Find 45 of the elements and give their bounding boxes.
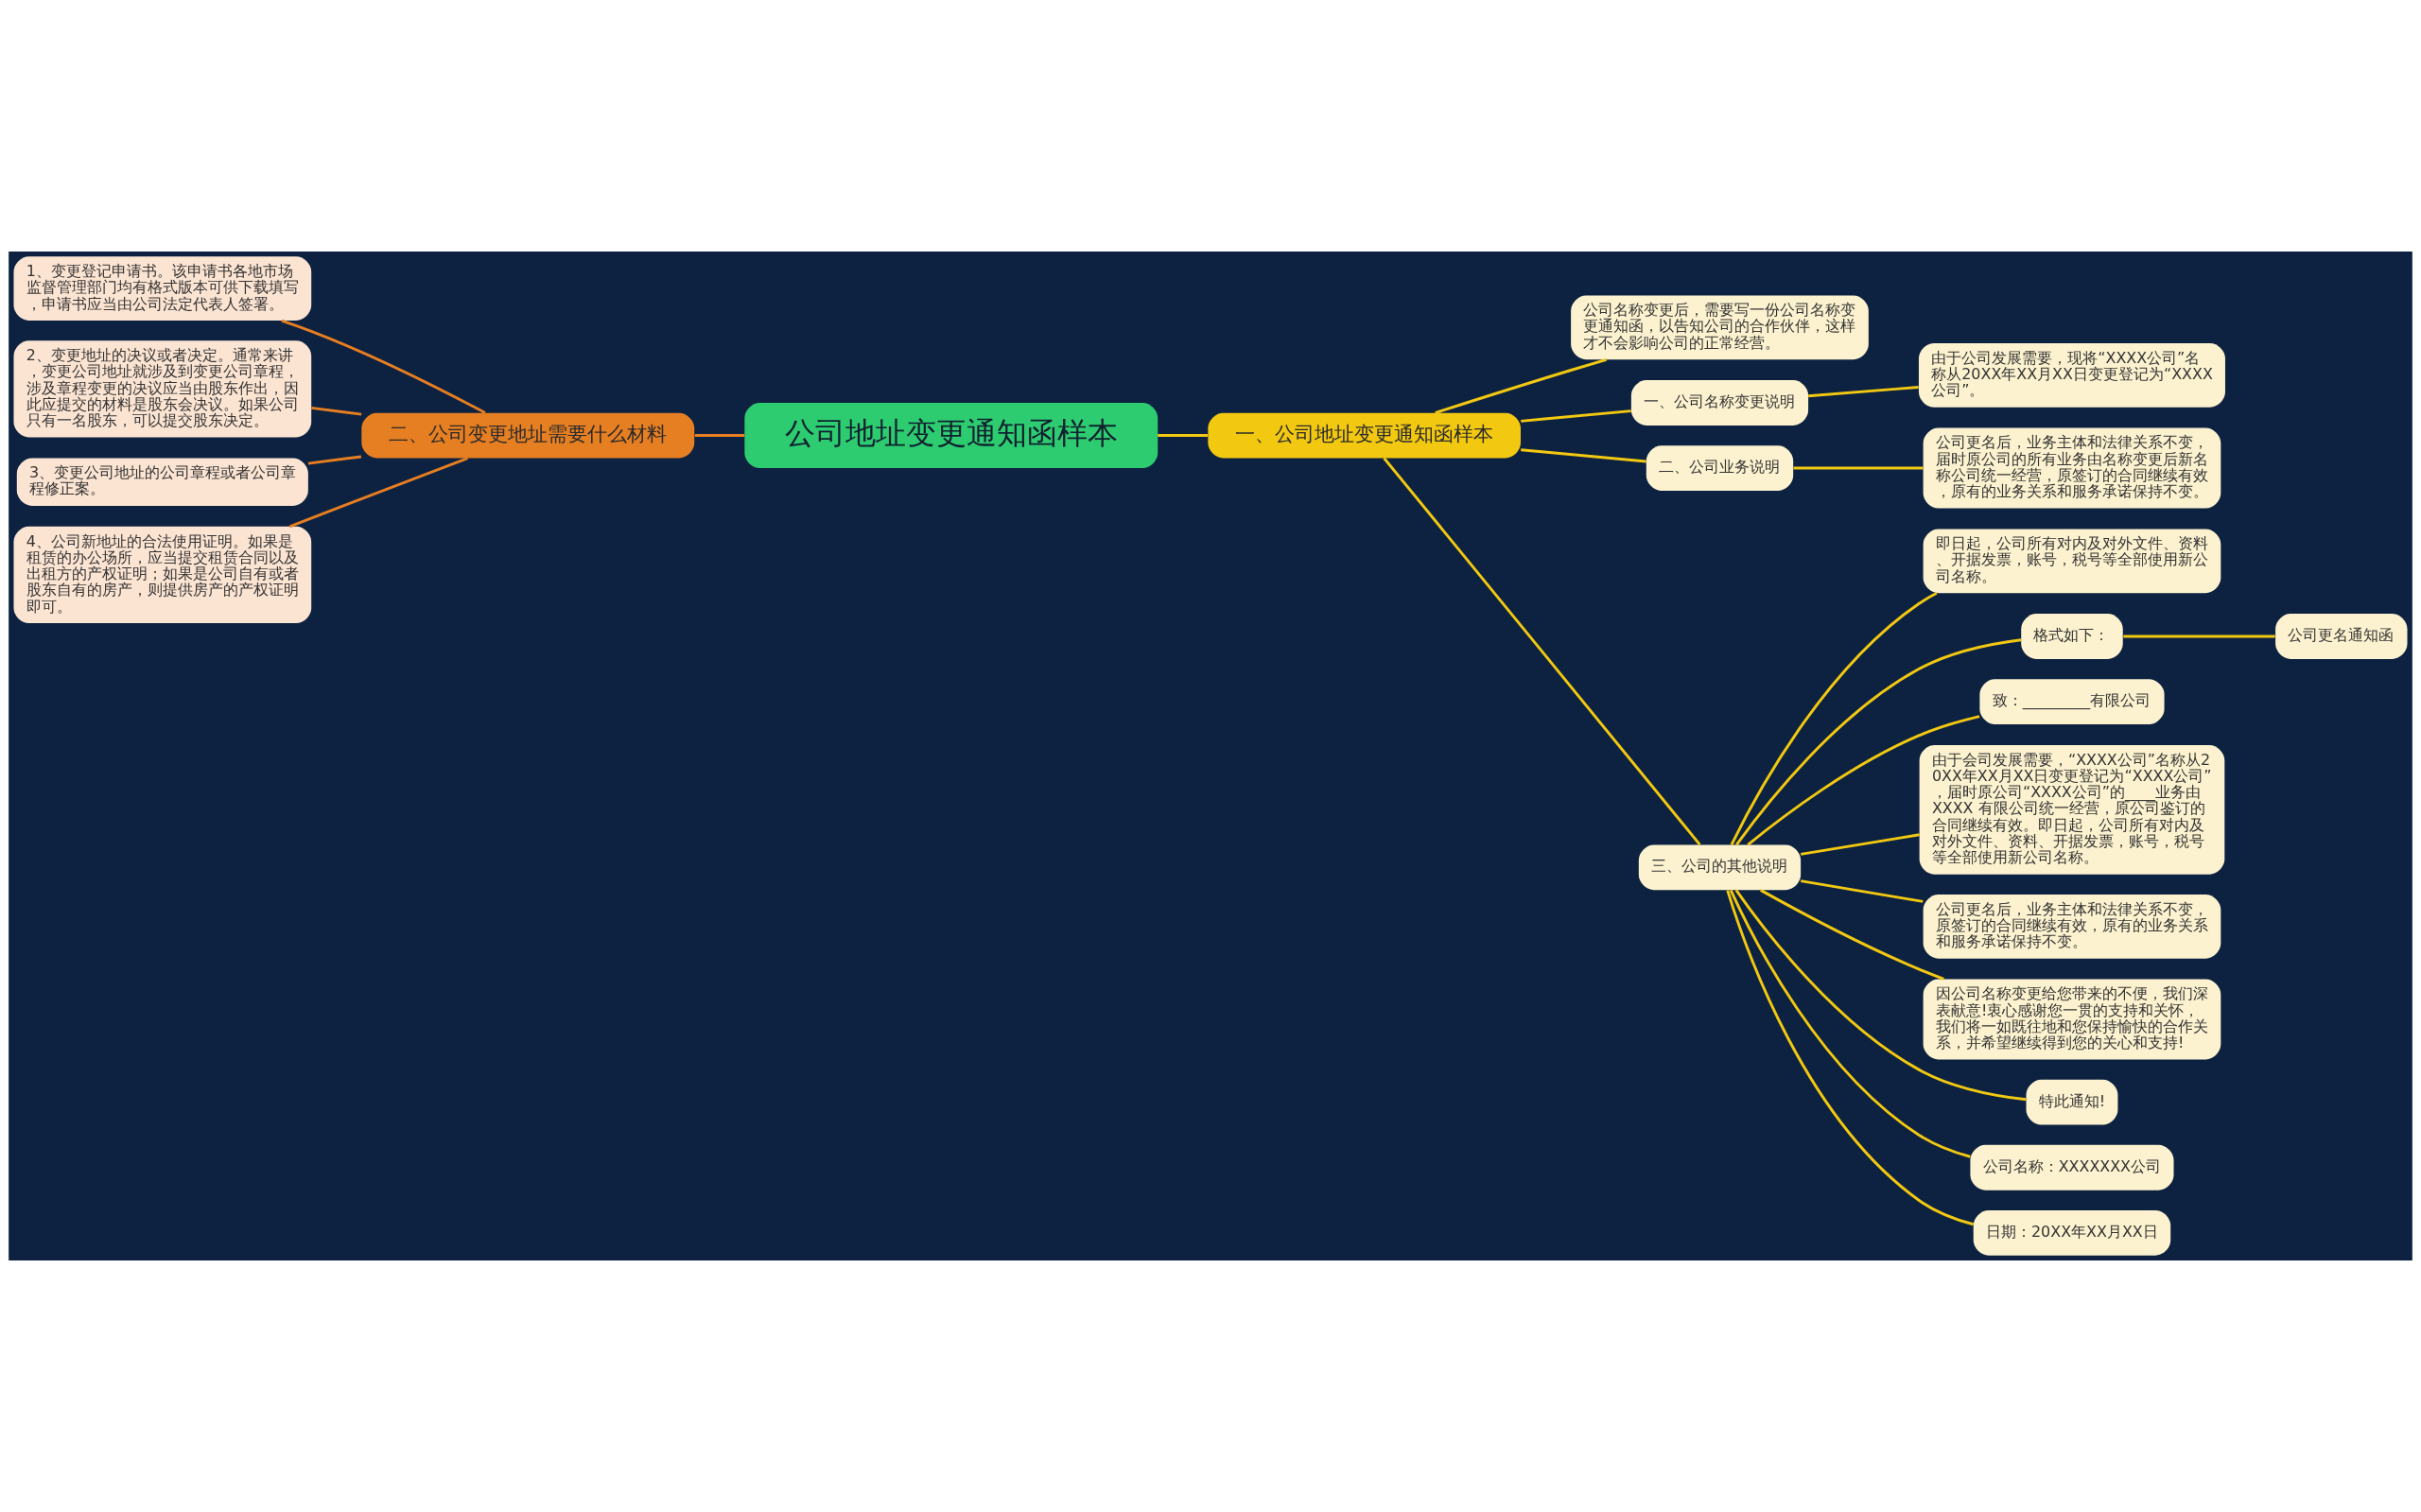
- node-box: 一、公司名称变更说明: [1630, 380, 1809, 426]
- connector: [1521, 409, 1631, 423]
- node-box: 二、公司变更地址需要什么材料: [361, 412, 695, 459]
- connector: [307, 455, 362, 465]
- node-box: 公司名称变更后，需要写一份公司名称变更通知函，以告知公司的合作伙伴，这样才不会影响公司的正常经营。: [1571, 295, 1869, 360]
- connector: [1521, 448, 1646, 463]
- node-box: 3、变更公司地址的公司章程或者公司章程修正案。: [16, 458, 308, 506]
- connector: [311, 406, 362, 416]
- node-box: 公司地址变更通知函样本: [744, 403, 1158, 469]
- node-box: 致：_________有限公司: [1979, 679, 2165, 724]
- connector: [1726, 890, 1974, 1226]
- connector: [1800, 879, 1924, 903]
- connector: [1734, 889, 2027, 1102]
- connector: [694, 434, 745, 437]
- connector: [2123, 634, 2275, 638]
- node-box: 1、变更登记申请书。该申请书各地市场监督管理部门均有格式版本可供下载填写，申请书应当由公司法定代表人签署。: [13, 256, 312, 322]
- node-box: 4、公司新地址的合法使用证明。如果是租赁的办公场所，应当提交租赁合同以及出租方的产权证明；如果是公司自有或者股东自有的房产，则提供房产的产权证明即可。: [13, 526, 312, 624]
- node-box: 格式如下：: [2021, 614, 2123, 659]
- connector: [1747, 715, 1980, 846]
- connector: [1735, 638, 2022, 846]
- connector: [1808, 386, 1919, 398]
- node-box: 二、公司业务说明: [1646, 445, 1794, 491]
- node-box: 公司更名后，业务主体和法律关系不变，原签订的合同继续有效，原有的业务关系和服务承诺保持不变。: [1923, 894, 2221, 959]
- connector: [1158, 434, 1209, 437]
- node-box: 一、公司地址变更通知函样本: [1208, 412, 1521, 459]
- connector: [1760, 889, 1944, 981]
- node-box: 因公司名称变更给您带来的不便，我们深表献意!衷心感谢您一贯的支持和关怀，我们将一如既往地和您保持愉快的合作关系，并希望继续得到您的关心和支持!: [1923, 979, 2221, 1060]
- node-box: 公司更名通知函: [2275, 614, 2408, 659]
- node-box: 三、公司的其他说明: [1638, 844, 1802, 891]
- node-box: 公司更名后，业务主体和法律关系不变，届时原公司的所有业务由名称变更后新名称公司统一经营，原签订的合同继续有效，原有的业务关系和服务承诺保持不变。: [1923, 427, 2221, 509]
- connector: [1800, 833, 1920, 856]
- node-box: 由于公司发展需要，现将“XXXX公司”名称从20XX年XX月XX日变更登记为“XXXX公司”。: [1918, 342, 2225, 408]
- node-box: 即日起，公司所有对内及对外文件、资料、开据发票，账号，税号等全部使用新公司名称。: [1923, 529, 2221, 594]
- connector: [281, 319, 486, 414]
- connector: [1793, 466, 1924, 470]
- connector: [1729, 889, 1971, 1158]
- node-box: 由于会司发展需要，“XXXX公司”名称从20XX年XX月XX日变更登记为“XXXX公司”，届时原公司“XXXX公司”的____业务由XXXX 有限公司统一经营，原公司鉴订的合同继续有效。即日起，公司所有对内及对外文件、资料、开据发票，账号，税号等全部使用新公司名称。: [1919, 744, 2225, 875]
- connector: [1383, 457, 1701, 846]
- node-box: 公司名称：XXXXXXX公司: [1970, 1144, 2174, 1190]
- node-box: 日期：20XX年XX月XX日: [1973, 1209, 2171, 1256]
- connector: [1730, 592, 1938, 846]
- connector: [1435, 357, 1608, 414]
- node-box: 2、变更地址的决议或者决定。通常来讲，变更公司地址就涉及到变更公司章程，涉及章程变更的决议应当由股东作出，因此应提交的材料是股东会决议。如果公司只有一名股东，可以提交股东决定。: [13, 340, 312, 438]
- node-box: 特此通知!: [2026, 1079, 2118, 1125]
- connector: [288, 457, 468, 529]
